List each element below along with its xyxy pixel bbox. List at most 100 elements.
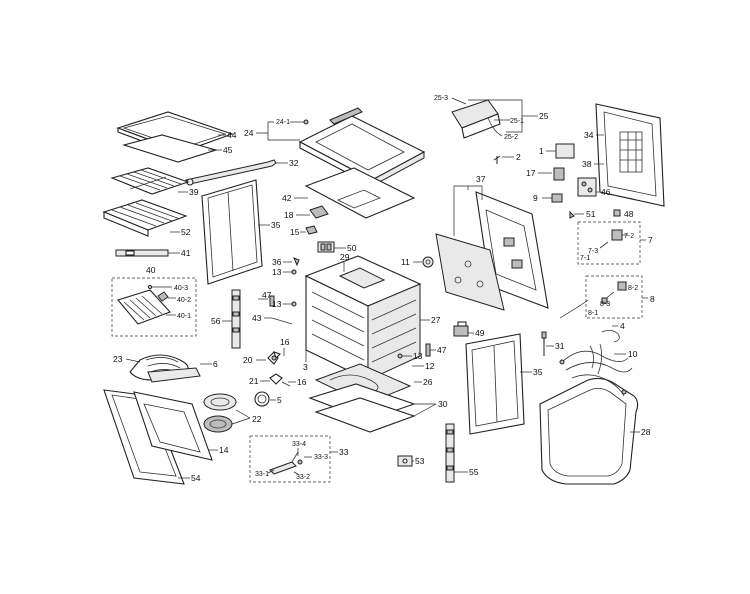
label-6: 6 <box>213 359 218 369</box>
label-25-3: 25-3 <box>434 95 448 102</box>
label-56: 56 <box>211 316 221 326</box>
part-42-plate <box>304 167 416 219</box>
part-37-back-panel <box>435 191 549 311</box>
label-43: 43 <box>252 313 262 323</box>
part-4-wire <box>601 330 620 343</box>
label-1: 1 <box>539 146 544 156</box>
part-39-rack <box>110 167 190 195</box>
part-41-bar <box>115 249 169 257</box>
part-31-probe <box>541 331 547 356</box>
label-33: 33 <box>339 447 349 457</box>
label-8-1: 8-1 <box>588 310 598 317</box>
label-9: 9 <box>533 193 538 203</box>
part-13-screw-b <box>291 301 297 307</box>
label-40: 40 <box>146 265 156 275</box>
label-25: 25 <box>539 111 549 121</box>
label-16-b: 16 <box>297 377 307 387</box>
label-44: 44 <box>227 130 237 140</box>
label-18: 18 <box>284 210 294 220</box>
label-30: 30 <box>438 399 448 409</box>
label-7-1: 7-1 <box>580 255 590 262</box>
part-46-terminal-block <box>577 177 597 197</box>
label-7: 7 <box>648 235 653 245</box>
part-36-pin <box>293 257 300 267</box>
part-13-screw-a <box>291 269 297 275</box>
label-33-1: 33-1 <box>255 471 269 478</box>
part-53-bracket <box>397 455 413 467</box>
part-5-ring <box>254 391 270 407</box>
label-5: 5 <box>277 395 282 405</box>
label-38: 38 <box>582 159 592 169</box>
part-47-clip-left <box>269 295 275 307</box>
label-14: 14 <box>219 445 229 455</box>
label-3: 3 <box>303 362 308 372</box>
label-33-4: 33-4 <box>292 441 306 448</box>
label-47-right: 47 <box>437 345 447 355</box>
part-47-clip-right <box>425 343 431 357</box>
label-17: 17 <box>526 168 536 178</box>
label-2: 2 <box>516 152 521 162</box>
part-2-screw <box>493 155 501 164</box>
part-55-strip <box>445 423 455 483</box>
label-40-3: 40-3 <box>174 285 188 292</box>
group-7-box <box>577 221 641 265</box>
part-8-igniter <box>601 281 627 304</box>
label-45: 45 <box>223 145 233 155</box>
part-11-knob <box>422 256 434 268</box>
label-52: 52 <box>181 227 191 237</box>
part-17-switch <box>553 167 565 181</box>
label-13-a: 13 <box>272 267 282 277</box>
part-15-sensor <box>305 225 318 235</box>
label-7-2: 7-2 <box>624 233 634 240</box>
label-31: 31 <box>555 341 565 351</box>
label-49: 49 <box>475 328 485 338</box>
part-35-door-frame-left <box>201 179 263 285</box>
part-7-switch-assembly <box>599 229 623 249</box>
label-10: 10 <box>628 349 638 359</box>
label-8-3: 8-3 <box>600 301 610 308</box>
label-13-b: 13 <box>272 299 282 309</box>
label-21: 21 <box>249 376 259 386</box>
label-15: 15 <box>290 227 300 237</box>
label-28: 28 <box>641 427 651 437</box>
part-50-connector <box>317 241 335 253</box>
label-34: 34 <box>584 130 594 140</box>
part-48-fuse <box>613 209 621 217</box>
label-54: 54 <box>191 473 201 483</box>
label-46: 46 <box>601 187 611 197</box>
label-8-2: 8-2 <box>628 285 638 292</box>
label-26: 26 <box>423 377 433 387</box>
part-40-1-basket <box>117 289 171 325</box>
label-25-1: 25-1 <box>510 118 524 125</box>
part-40-2-clip <box>157 291 169 302</box>
part-1-label-plate <box>555 143 575 159</box>
label-35-right: 35 <box>533 367 543 377</box>
label-4: 4 <box>620 321 625 331</box>
part-43-rod <box>271 317 293 325</box>
label-40-1: 40-1 <box>177 313 191 320</box>
label-29: 29 <box>340 252 350 262</box>
label-42: 42 <box>282 193 292 203</box>
part-32-rod <box>185 159 277 186</box>
label-24: 24 <box>244 128 254 138</box>
label-7-3: 7-3 <box>588 248 598 255</box>
group-40-box <box>111 277 197 337</box>
part-22-light-covers <box>203 393 237 433</box>
label-27: 27 <box>431 315 441 325</box>
part-20-fan <box>267 351 282 365</box>
part-33-latch <box>269 451 303 475</box>
label-55: 55 <box>469 467 479 477</box>
label-12: 12 <box>425 361 435 371</box>
label-35-left: 35 <box>271 220 281 230</box>
label-51: 51 <box>586 209 596 219</box>
label-36: 36 <box>272 257 282 267</box>
part-49-relay <box>453 321 469 337</box>
label-22: 22 <box>252 414 262 424</box>
part-51-clip <box>569 210 575 219</box>
label-48: 48 <box>624 209 634 219</box>
label-24-1: 24-1 <box>276 119 290 126</box>
label-47-left: 47 <box>262 290 272 300</box>
part-10-wire-harness <box>559 343 633 397</box>
group-33-box <box>249 435 331 483</box>
